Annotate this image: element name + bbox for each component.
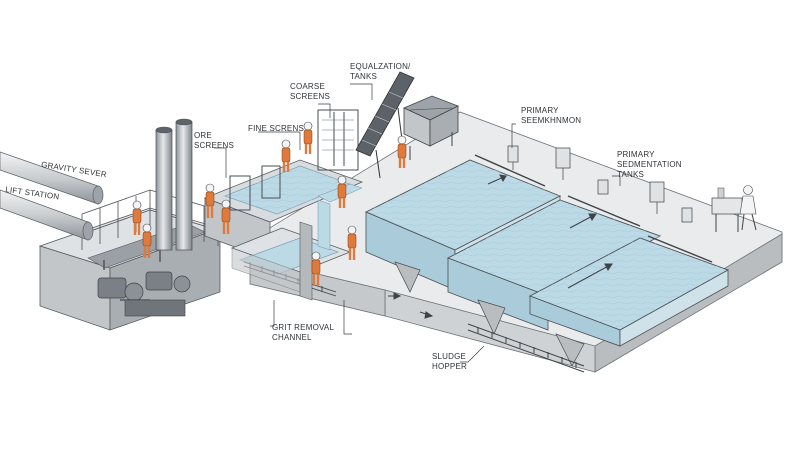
lab-technician-icon xyxy=(711,185,757,232)
worker-icon xyxy=(337,175,347,208)
primary-sed-line-2: SEDMENTATION xyxy=(617,160,682,169)
primary-sedimentation-label: PRIMARY SEDMENTATION TANKS xyxy=(617,150,682,180)
worker-icon xyxy=(281,139,291,172)
sludge-hopper-label: SLUDGE HOPPER xyxy=(432,352,467,372)
sludge-hopper-line-1: SLUDGE xyxy=(432,352,467,361)
grit-removal-label: GRIT REMOVAL CHANNEL xyxy=(272,323,334,343)
equalization-tanks-label: EQUALZATION/ TANKS xyxy=(350,62,410,82)
sludge-hopper-line-2: HOPPER xyxy=(432,362,467,371)
leader-lines xyxy=(214,83,621,363)
gravity-sewer-pipe xyxy=(0,151,104,205)
grit-removal-line-2: CHANNEL xyxy=(272,333,312,342)
fine-screens-label: FINE SCRENS xyxy=(248,124,304,134)
conveyor-icon xyxy=(355,71,415,179)
primary-top-label: PRIMARY SEEMKHNMON xyxy=(521,106,581,126)
primary-top-line-2: SEEMKHNMON xyxy=(521,116,582,125)
lift-station-pipe xyxy=(0,189,94,241)
sedimentation-tanks xyxy=(364,154,730,373)
primary-sed-line-3: TANKS xyxy=(617,170,645,179)
equalization-hopper xyxy=(403,95,459,160)
worker-icon xyxy=(221,199,231,234)
worker-icon xyxy=(303,121,313,154)
primary-top-line-1: PRIMARY xyxy=(521,106,559,115)
fine-screens-text: FINE SCRENS xyxy=(248,124,304,133)
primary-sed-line-1: PRIMARY xyxy=(617,150,655,159)
ore-screens-line-1: ORE xyxy=(194,131,212,140)
ore-screens-line-2: SCREENS xyxy=(194,141,235,150)
ore-screens-label: ORE SCREENS xyxy=(194,131,234,151)
tank-2 xyxy=(446,199,662,331)
coarse-screens-label: COARSE SCREENS xyxy=(290,82,330,102)
grit-removal-line-1: GRIT REMOVAL xyxy=(272,323,335,332)
equalization-line-2: TANKS xyxy=(350,72,378,81)
worker-icon xyxy=(142,223,152,258)
equalization-line-1: EQUALZATION/ xyxy=(350,62,411,71)
workers xyxy=(132,121,407,286)
control-panel-icon xyxy=(507,145,693,223)
worker-icon xyxy=(311,251,321,286)
tank-3 xyxy=(528,237,730,347)
flow-arrow-icon xyxy=(388,174,613,319)
lift-station xyxy=(38,118,222,331)
grit-removal-channel xyxy=(230,183,363,301)
coarse-screens-line-1: COARSE xyxy=(290,82,325,91)
coarse-screens-line-2: SCREENS xyxy=(290,92,331,101)
vent-stacks xyxy=(155,118,193,251)
coarse-screen-rack xyxy=(322,119,354,151)
worker-icon xyxy=(347,225,357,260)
screen-channels xyxy=(203,109,364,261)
worker-icon xyxy=(397,135,407,168)
sludge-hopper xyxy=(394,261,585,367)
pump-icon xyxy=(97,250,191,317)
worker-icon xyxy=(205,183,215,218)
worker-icon xyxy=(132,200,142,235)
